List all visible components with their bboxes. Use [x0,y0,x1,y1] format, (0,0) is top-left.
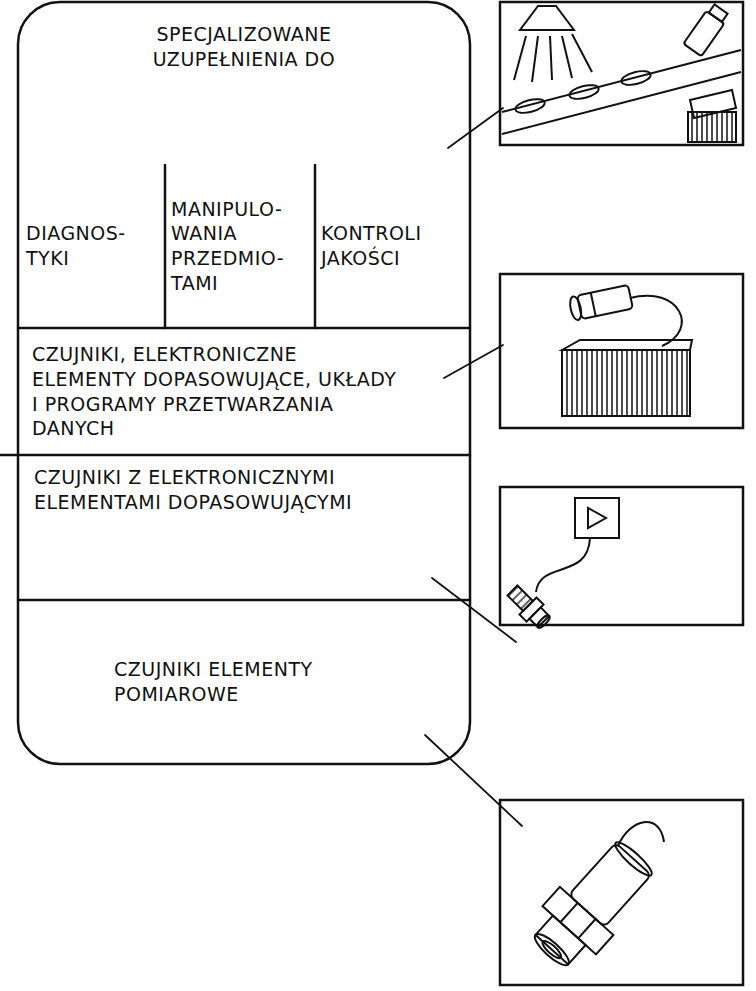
measuring-sensor-icon [540,939,563,961]
quality-control-icon [500,2,743,145]
quality-control-icon [572,34,592,72]
node-text: CZUJNIKI Z ELEKTRONICZNYMI ELEMENTAMI DO… [34,465,454,514]
column-box: MANIPULO- WANIA PRZEDMIO- TAMI [165,167,315,325]
quality-control-icon [514,97,546,116]
quality-control-icon [620,69,652,88]
measuring-sensor-icon [578,919,595,938]
quality-control-icon [500,2,743,145]
quality-control-icon [514,36,526,80]
sensor-amplifier-icon [507,585,532,610]
band-top: SPECJALIZOWANE UZUPEŁNIENIA DO DIAGNOS- T… [18,2,470,328]
vision-processing-icon [562,340,692,350]
node-text: SPECJALIZOWANE UZUPEŁNIENIA DO [104,22,384,71]
leader-line [448,108,503,148]
measuring-sensor-icon [536,916,586,965]
column-separator [164,165,167,328]
node-text: MANIPULO- WANIA PRZEDMIO- TAMI [171,197,309,296]
column-separator [314,165,317,328]
sensor-amplifier-icon [504,582,554,632]
frame [18,2,470,764]
vision-processing-icon [577,285,633,319]
leader-line [425,108,522,826]
measuring-sensor-icon [612,838,656,879]
band-separator [0,454,470,457]
node-text: CZUJNIKI, ELEKTRONICZNE ELEMENTY DOPASOW… [32,342,402,441]
quality-control-icon [683,11,724,56]
sensor-amplifier-icon [588,508,606,528]
column-box: KONTROLI JAKOŚCI [315,167,468,325]
measuring-sensor-icon [500,800,743,985]
leader-line [444,345,503,378]
sensor-amplifier-icon [536,538,590,592]
quality-control-icon [520,6,574,30]
quality-control-icon [562,36,572,78]
node-text: KONTROLI JAKOŚCI [321,221,462,270]
band-separator [18,327,470,330]
band-separator [18,599,470,602]
band-box: CZUJNIKI, ELEKTRONICZNE ELEMENTY DOPASOW… [18,328,470,455]
measuring-sensor-icon [500,800,743,985]
node-text: CZUJNIKI ELEMENTY POMIAROWE [114,657,374,706]
sensor-amplifier-icon [575,498,619,538]
vision-processing-icon [500,274,743,428]
vision-processing-icon [500,274,743,428]
leader-line [432,578,516,642]
measuring-sensor-icon [531,930,573,970]
vision-processing-icon [568,295,583,321]
sensor-amplifier-icon [500,487,743,632]
column-box: DIAGNOS- TYKI [20,167,165,325]
measuring-sensor-icon [520,830,664,979]
vision-processing-icon [591,293,596,316]
measuring-sensor-icon [560,903,577,922]
quality-control-icon [683,3,730,57]
band-box: CZUJNIKI ELEMENTY POMIAROWE [18,600,470,764]
node-text: DIAGNOS- TYKI [26,221,159,270]
quality-control-icon [688,112,736,142]
quality-control-icon [709,4,728,21]
vision-processing-icon [562,350,690,416]
vision-processing-icon [630,296,682,346]
measuring-sensor-icon [618,822,664,846]
leader-line [425,735,522,826]
quality-control-icon [532,36,538,82]
quality-control-icon [550,36,552,80]
sensor-amplifier-icon [536,614,552,630]
sensor-amplifier-icon [500,487,743,625]
illustration [0,2,522,826]
vision-processing-icon [568,285,633,321]
band-box: CZUJNIKI Z ELEKTRONICZNYMI ELEMENTAMI DO… [18,455,470,600]
quality-control-icon [568,83,600,102]
